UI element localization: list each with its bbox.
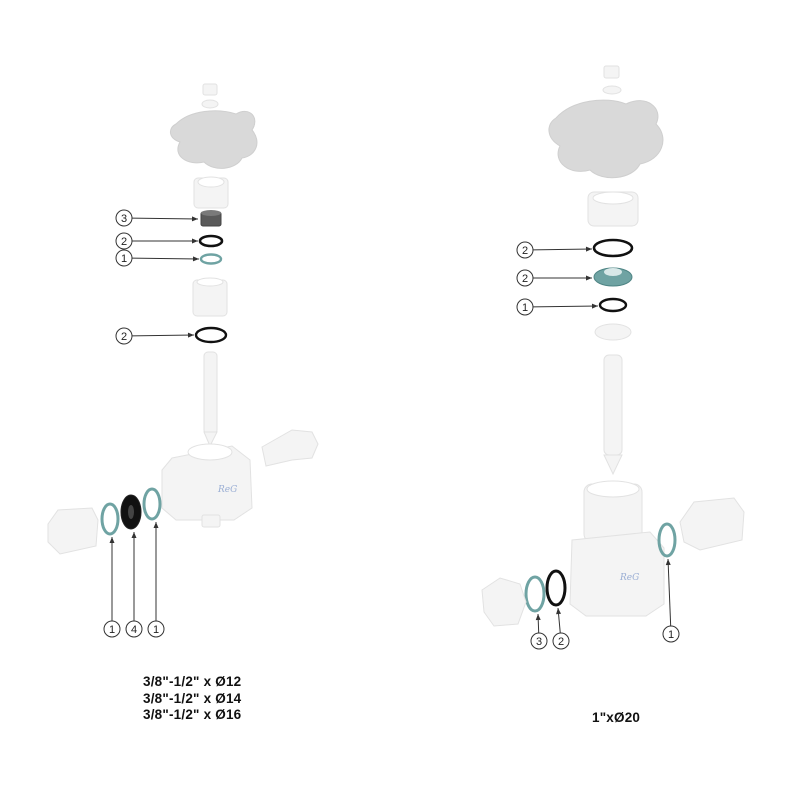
svg-text:ReG: ReG <box>217 485 237 495</box>
callout-circle <box>516 298 534 316</box>
callout-arrowhead <box>585 246 592 252</box>
callout-leader-line <box>532 248 593 251</box>
callout-arrowhead <box>586 275 592 281</box>
right-plastic-washer <box>594 323 632 341</box>
callout-arrowhead <box>187 332 194 338</box>
callout-arrowhead <box>153 522 159 528</box>
right-star-knob <box>548 99 664 179</box>
right-washer-1 <box>657 522 677 558</box>
callout-leader-line <box>667 558 672 627</box>
callout-number: 4 <box>131 624 137 636</box>
left-washer-1-right <box>142 487 162 521</box>
left-size-line: 3/8"-1/2" x Ø16 <box>143 707 242 722</box>
callout-arrowhead <box>131 532 137 538</box>
right-valve-body <box>569 531 665 617</box>
left-star-knob <box>170 110 258 169</box>
callout-arrowhead <box>192 238 198 244</box>
left-size-line: 3/8"-1/2" x Ø14 <box>143 690 242 706</box>
callout-circle <box>115 327 133 345</box>
right-washer-3 <box>524 575 546 613</box>
right-oring-1 <box>598 297 628 313</box>
callout-arrowhead <box>192 256 199 262</box>
callout-circle <box>115 232 133 250</box>
callout-leader-line <box>131 217 199 220</box>
callout-circle <box>530 632 548 650</box>
callout-number: 1 <box>109 624 115 636</box>
left-left-hose-barb <box>47 507 99 555</box>
callout-number: 2 <box>522 245 528 257</box>
left-top-washer <box>201 99 219 109</box>
callout-circle <box>552 632 570 650</box>
callout-circle <box>662 625 680 643</box>
callout-circle <box>147 620 165 638</box>
callout-marker: 1 <box>115 249 200 267</box>
callout-number: 3 <box>121 213 127 225</box>
left-size-line: 3/8"-1/2" x Ø12 <box>143 674 242 689</box>
callout-number: 2 <box>121 236 127 248</box>
callout-marker: 4 <box>125 532 143 638</box>
left-size-list: 3/8"-1/2" x Ø12 3/8"-1/2" x Ø14 3/8"-1/2… <box>143 674 241 724</box>
callout-leader-line <box>532 305 599 308</box>
callout-marker: 3 <box>530 613 548 650</box>
callout-number: 1 <box>121 253 127 265</box>
left-top-nut <box>202 83 218 96</box>
callout-arrowhead <box>191 216 198 222</box>
callout-circle <box>115 209 133 227</box>
left-valve-assembly: ReG <box>47 83 319 555</box>
right-oring-2-upper <box>592 238 634 258</box>
callout-marker: 3 <box>115 209 199 227</box>
callout-circle <box>115 249 133 267</box>
right-valve-assembly: ReG <box>481 65 745 627</box>
callout-marker: 2 <box>516 269 592 287</box>
callout-marker: 2 <box>115 327 195 345</box>
left-valve-body <box>161 445 253 521</box>
callout-arrowhead <box>591 303 598 309</box>
right-right-hose-barb <box>679 497 745 551</box>
right-left-hose-barb <box>481 577 527 627</box>
callout-arrowhead <box>556 608 562 615</box>
callout-number: 1 <box>153 624 159 636</box>
callout-number: 2 <box>121 331 127 343</box>
callouts: 3 2 1 2 1 4 1 2 2 1 3 2 1 <box>103 209 680 650</box>
callout-circle <box>103 620 121 638</box>
callout-number: 2 <box>522 273 528 285</box>
left-right-hose-barb <box>261 429 319 467</box>
right-top-washer <box>602 85 622 95</box>
callout-leader-line <box>131 257 200 260</box>
callout-marker: 1 <box>147 522 165 638</box>
callout-circle <box>125 620 143 638</box>
left-oring-2-upper <box>198 234 224 248</box>
right-stem <box>603 354 623 456</box>
callout-marker: 1 <box>516 298 599 316</box>
callout-arrowhead <box>109 537 115 543</box>
svg-text:ReG: ReG <box>619 573 639 583</box>
right-top-nut <box>603 65 620 79</box>
left-washer-1-left <box>100 502 120 536</box>
callout-arrowhead <box>665 559 671 566</box>
callout-circle <box>516 269 534 287</box>
callout-number: 1 <box>522 302 528 314</box>
callout-marker: 2 <box>115 232 198 250</box>
right-oring-2-lower <box>545 569 567 607</box>
callout-number: 2 <box>558 636 564 648</box>
callout-circle <box>516 241 534 259</box>
callout-arrowhead <box>535 614 541 621</box>
right-size-label: 1"xØ20 <box>592 710 641 725</box>
left-oring-2-lower <box>194 326 228 344</box>
callout-number: 1 <box>668 629 674 641</box>
left-washer-1-upper <box>199 253 223 265</box>
callout-marker: 1 <box>103 537 121 638</box>
callout-marker: 2 <box>552 607 570 650</box>
callout-marker: 2 <box>516 241 593 259</box>
left-stem <box>203 351 218 435</box>
callout-leader-line <box>131 334 195 337</box>
callout-marker: 1 <box>662 558 680 643</box>
callout-number: 3 <box>536 636 542 648</box>
